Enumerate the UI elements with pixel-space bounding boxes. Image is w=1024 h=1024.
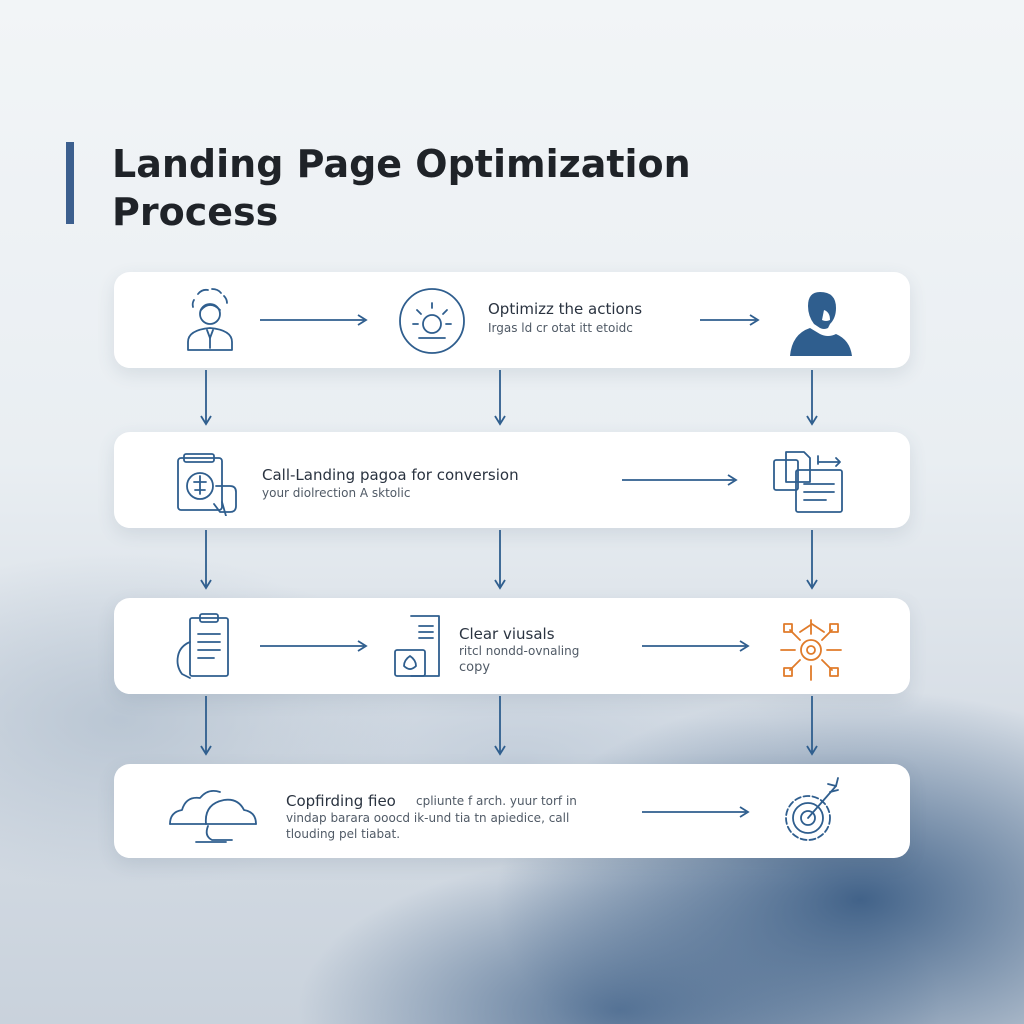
- documents-share-icon: [770, 446, 850, 516]
- row-1-title: Optimizz the actions: [488, 300, 643, 318]
- flow-arrow-down: [494, 530, 506, 590]
- title-accent-bar: [66, 142, 74, 224]
- row-4-subtitle-line-2: vindap barara ooocd ik-und tia tn apiedi…: [286, 811, 570, 825]
- flow-arrow-right: [260, 640, 370, 652]
- row-4-subtitle-line-3: tlouding pel tiabat.: [286, 827, 401, 841]
- clipboard-hand-icon: [174, 612, 232, 680]
- flow-arrow-down: [806, 696, 818, 756]
- process-card-3: Clear viusals ritcl nondd-ovnaling copy: [114, 598, 910, 694]
- gear-nodes-icon: [776, 616, 846, 684]
- row-4-subtitle-line-1: cpliunte f arch. yuur torf in: [416, 794, 577, 808]
- row-2-subtitle: your diolrection A sktolic: [262, 486, 411, 500]
- person-thinking-icon: [180, 286, 240, 354]
- clouds-icon: [166, 784, 262, 850]
- person-silhouette-icon: [784, 290, 854, 358]
- row-3-subtitle-line-1: ritcl nondd-ovnaling: [459, 644, 580, 658]
- flow-arrow-right: [642, 806, 752, 818]
- flow-arrow-down: [494, 370, 506, 426]
- row-3-subtitle-line-2: copy: [459, 660, 491, 675]
- flow-arrow-down: [806, 530, 818, 590]
- page-title: Landing Page Optimization Process: [112, 142, 691, 234]
- flow-arrow-down: [200, 370, 212, 426]
- row-3-title: Clear viusals: [459, 625, 555, 643]
- sun-icon: [397, 286, 467, 356]
- flow-arrow-right: [700, 314, 762, 326]
- document-hand-icon: [176, 452, 248, 516]
- flow-arrow-down: [494, 696, 506, 756]
- flow-arrow-right: [260, 314, 370, 326]
- row-1-subtitle: Irgas ld cr otat itt etoidc: [488, 321, 633, 335]
- flow-arrow-right: [642, 640, 752, 652]
- document-shield-icon: [393, 612, 443, 680]
- flow-arrow-down: [200, 530, 212, 590]
- row-4-title: Copfirding fieo: [286, 792, 396, 810]
- process-card-2: Call-Landing pagoa for conversion your d…: [114, 432, 910, 528]
- target-gear-icon: [778, 776, 846, 848]
- flow-arrow-down: [806, 370, 818, 426]
- process-card-1: Optimizz the actions Irgas ld cr otat it…: [114, 272, 910, 368]
- flow-arrow-down: [200, 696, 212, 756]
- process-card-4: Copfirding fieo cpliunte f arch. yuur to…: [114, 764, 910, 858]
- row-2-title: Call-Landing pagoa for conversion: [262, 466, 519, 484]
- flow-arrow-right: [622, 474, 740, 486]
